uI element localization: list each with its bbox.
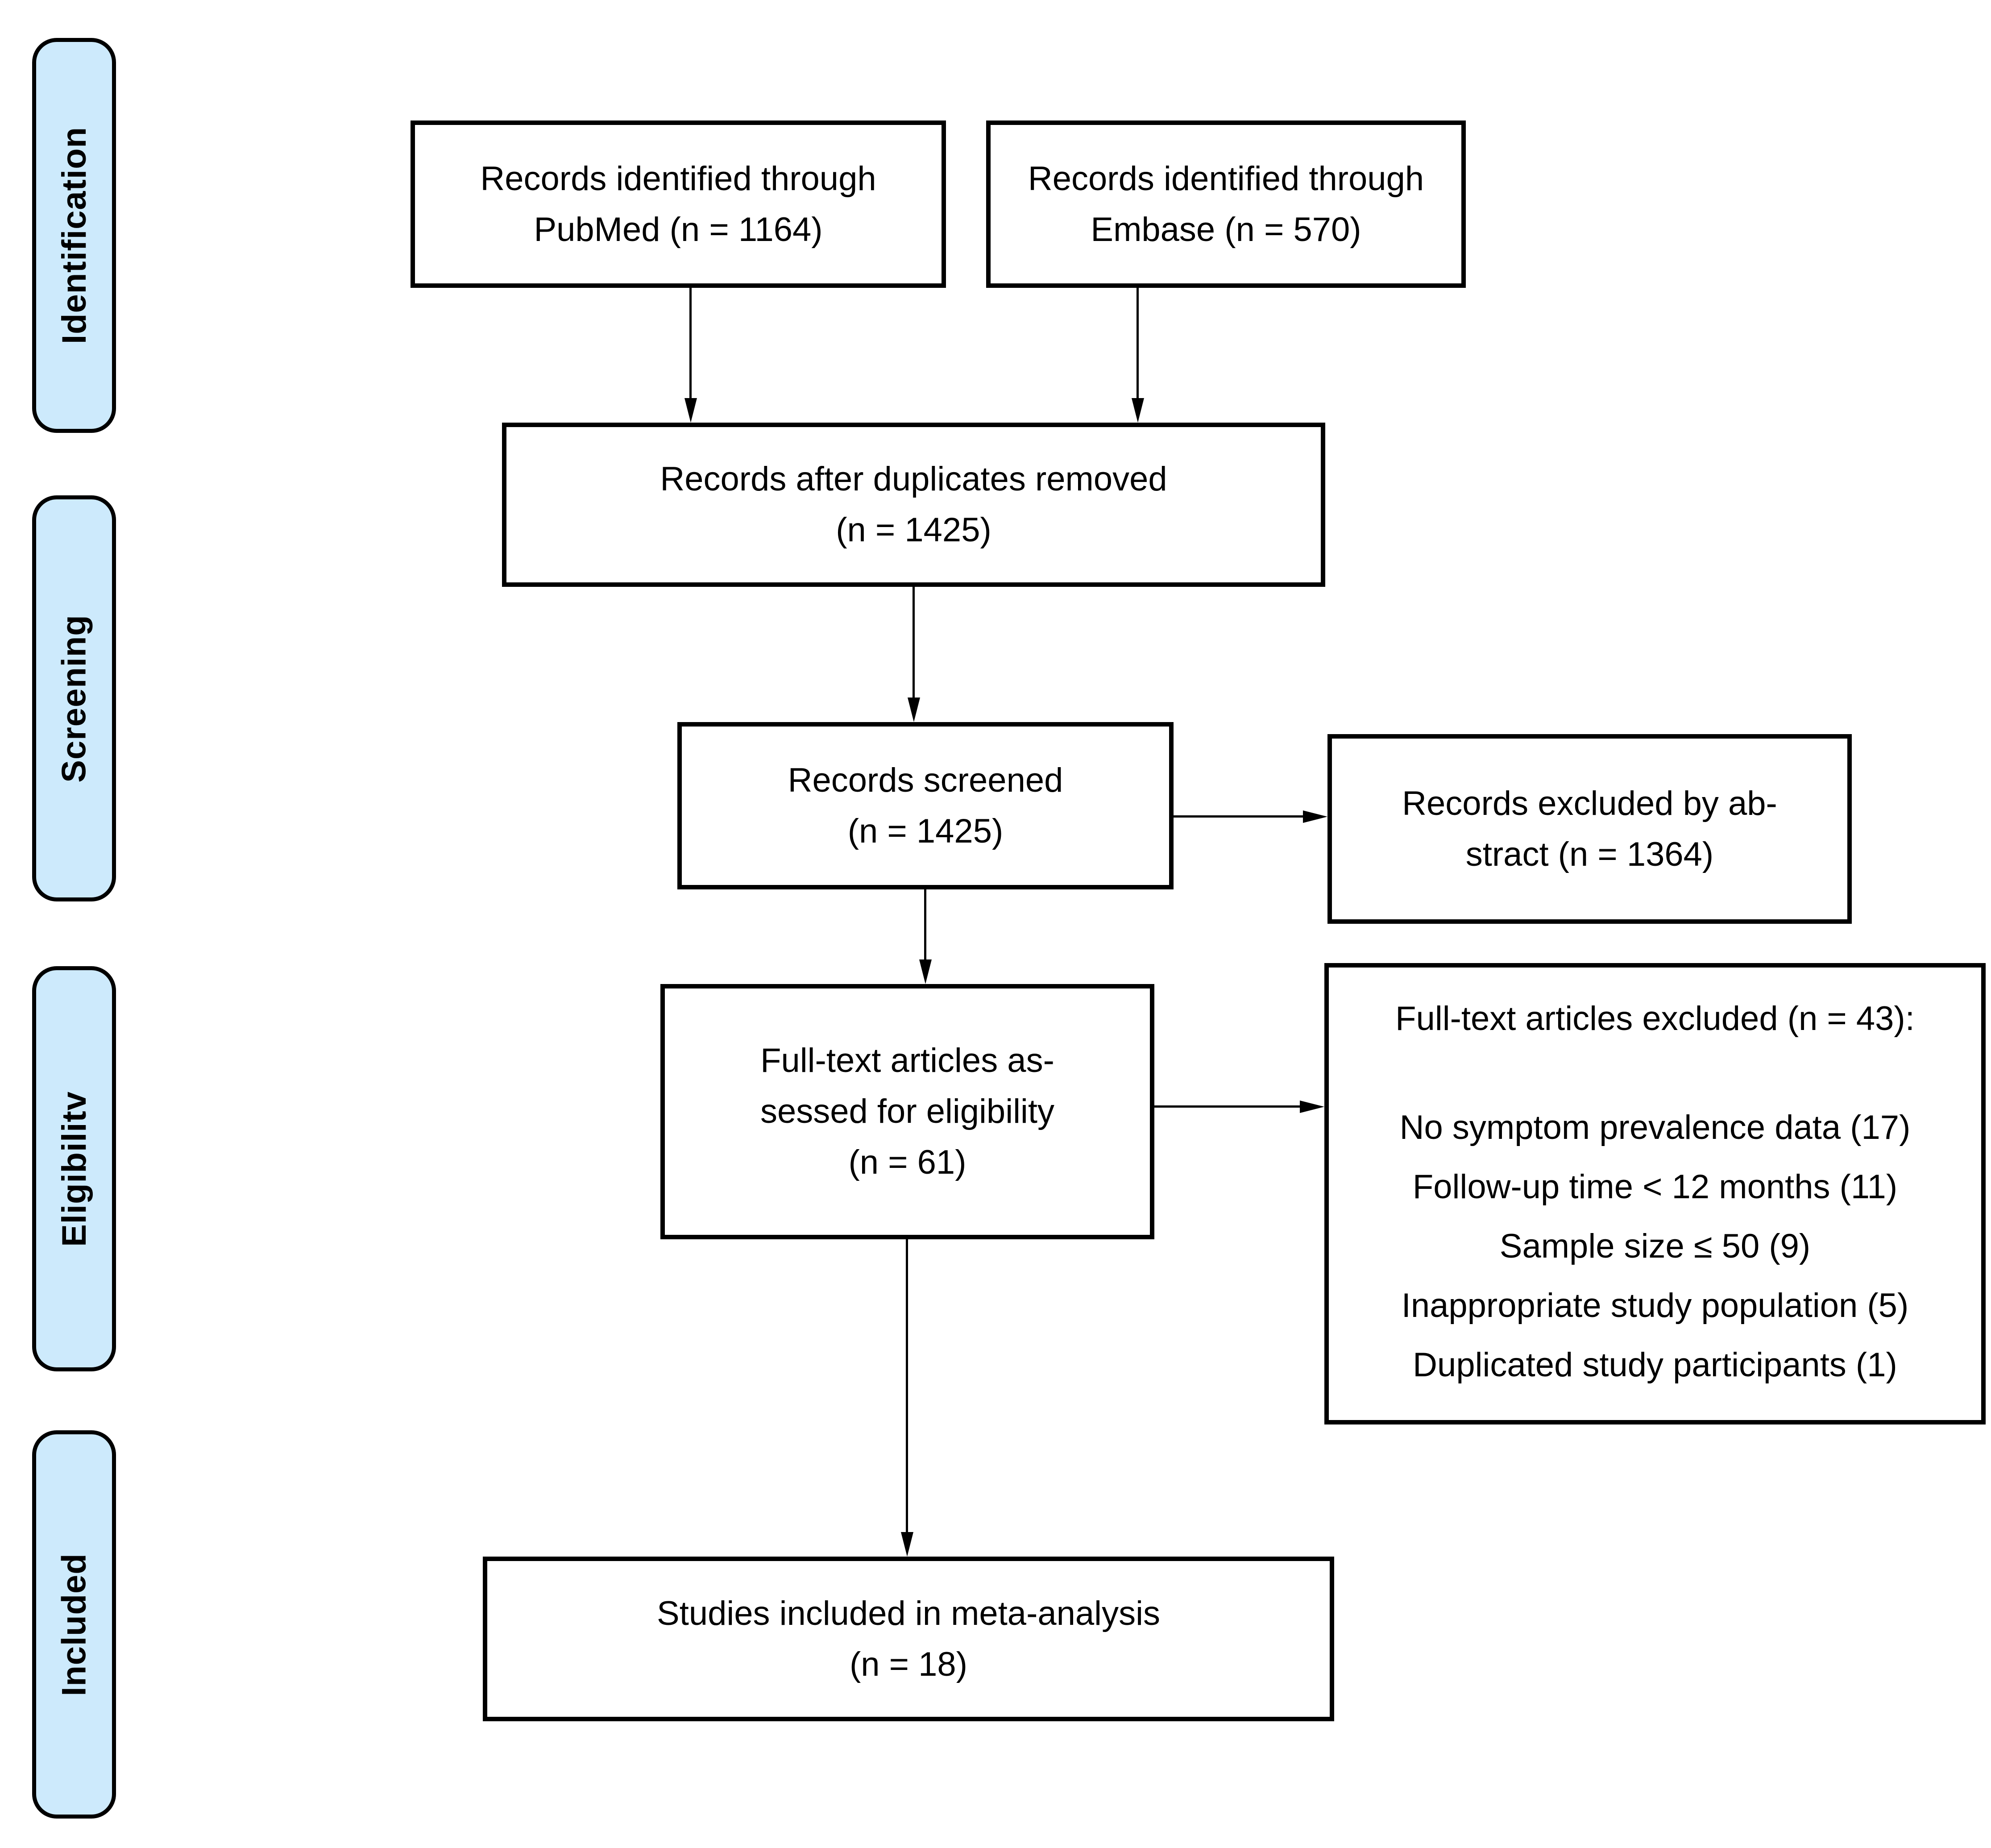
arrow-line <box>1137 288 1139 399</box>
exclusion-reason: Sample size ≤ 50 (9) <box>1499 1227 1811 1265</box>
arrow-line <box>906 1239 908 1533</box>
arrow-down-icon <box>684 398 697 423</box>
fulltext-excluded-header: Full-text articles excluded (n = 43): <box>1395 999 1915 1038</box>
box-fulltext-assessed: Full-text articles as- sessed for eligib… <box>660 984 1154 1239</box>
stage-screening: Screening <box>32 495 116 901</box>
exclusion-reason: Follow-up time < 12 months (11) <box>1412 1167 1898 1206</box>
arrow-line <box>1174 815 1304 818</box>
exclusion-reason: No symptom prevalence data (17) <box>1399 1108 1911 1146</box>
stage-included: Included <box>32 1430 116 1819</box>
arrow-line <box>913 587 915 699</box>
arrow-down-icon <box>908 698 920 722</box>
box-records-identified-pubmed: Records identified through PubMed (n = 1… <box>411 120 946 288</box>
box-records-screened: Records screened (n = 1425) <box>677 722 1174 889</box>
box-fulltext-excluded: Full-text articles excluded (n = 43): No… <box>1324 963 1986 1424</box>
stage-included-label: Included <box>55 1553 93 1696</box>
stage-identification-label: Identification <box>55 127 93 344</box>
stage-screening-label: Screening <box>55 614 93 783</box>
arrow-line <box>924 889 926 961</box>
box-records-identified-embase: Records identified through Embase (n = 5… <box>986 120 1466 288</box>
arrow-down-icon <box>919 959 932 984</box>
arrow-line <box>689 288 692 399</box>
arrow-down-icon <box>901 1532 913 1557</box>
box-records-excluded-by-abstract: Records excluded by ab- stract (n = 1364… <box>1327 734 1852 924</box>
exclusion-reason: Duplicated study participants (1) <box>1413 1346 1897 1384</box>
arrow-down-icon <box>1132 398 1144 423</box>
exclusion-reason: Inappropriate study population (5) <box>1401 1286 1909 1325</box>
stage-eligibility-label: Eligibilitv <box>55 1091 93 1247</box>
box-studies-included-meta-analysis: Studies included in meta-analysis (n = 1… <box>483 1557 1334 1721</box>
arrow-right-icon <box>1300 1100 1324 1113</box>
arrow-line <box>1154 1105 1301 1108</box>
fulltext-excluded-reasons: No symptom prevalence data (17) Follow-up… <box>1400 1098 1911 1395</box>
stage-identification: Identification <box>32 38 116 433</box>
box-records-after-duplicates-removed: Records after duplicates removed (n = 14… <box>502 423 1325 587</box>
arrow-right-icon <box>1303 810 1327 823</box>
stage-eligibility: Eligibilitv <box>32 966 116 1371</box>
